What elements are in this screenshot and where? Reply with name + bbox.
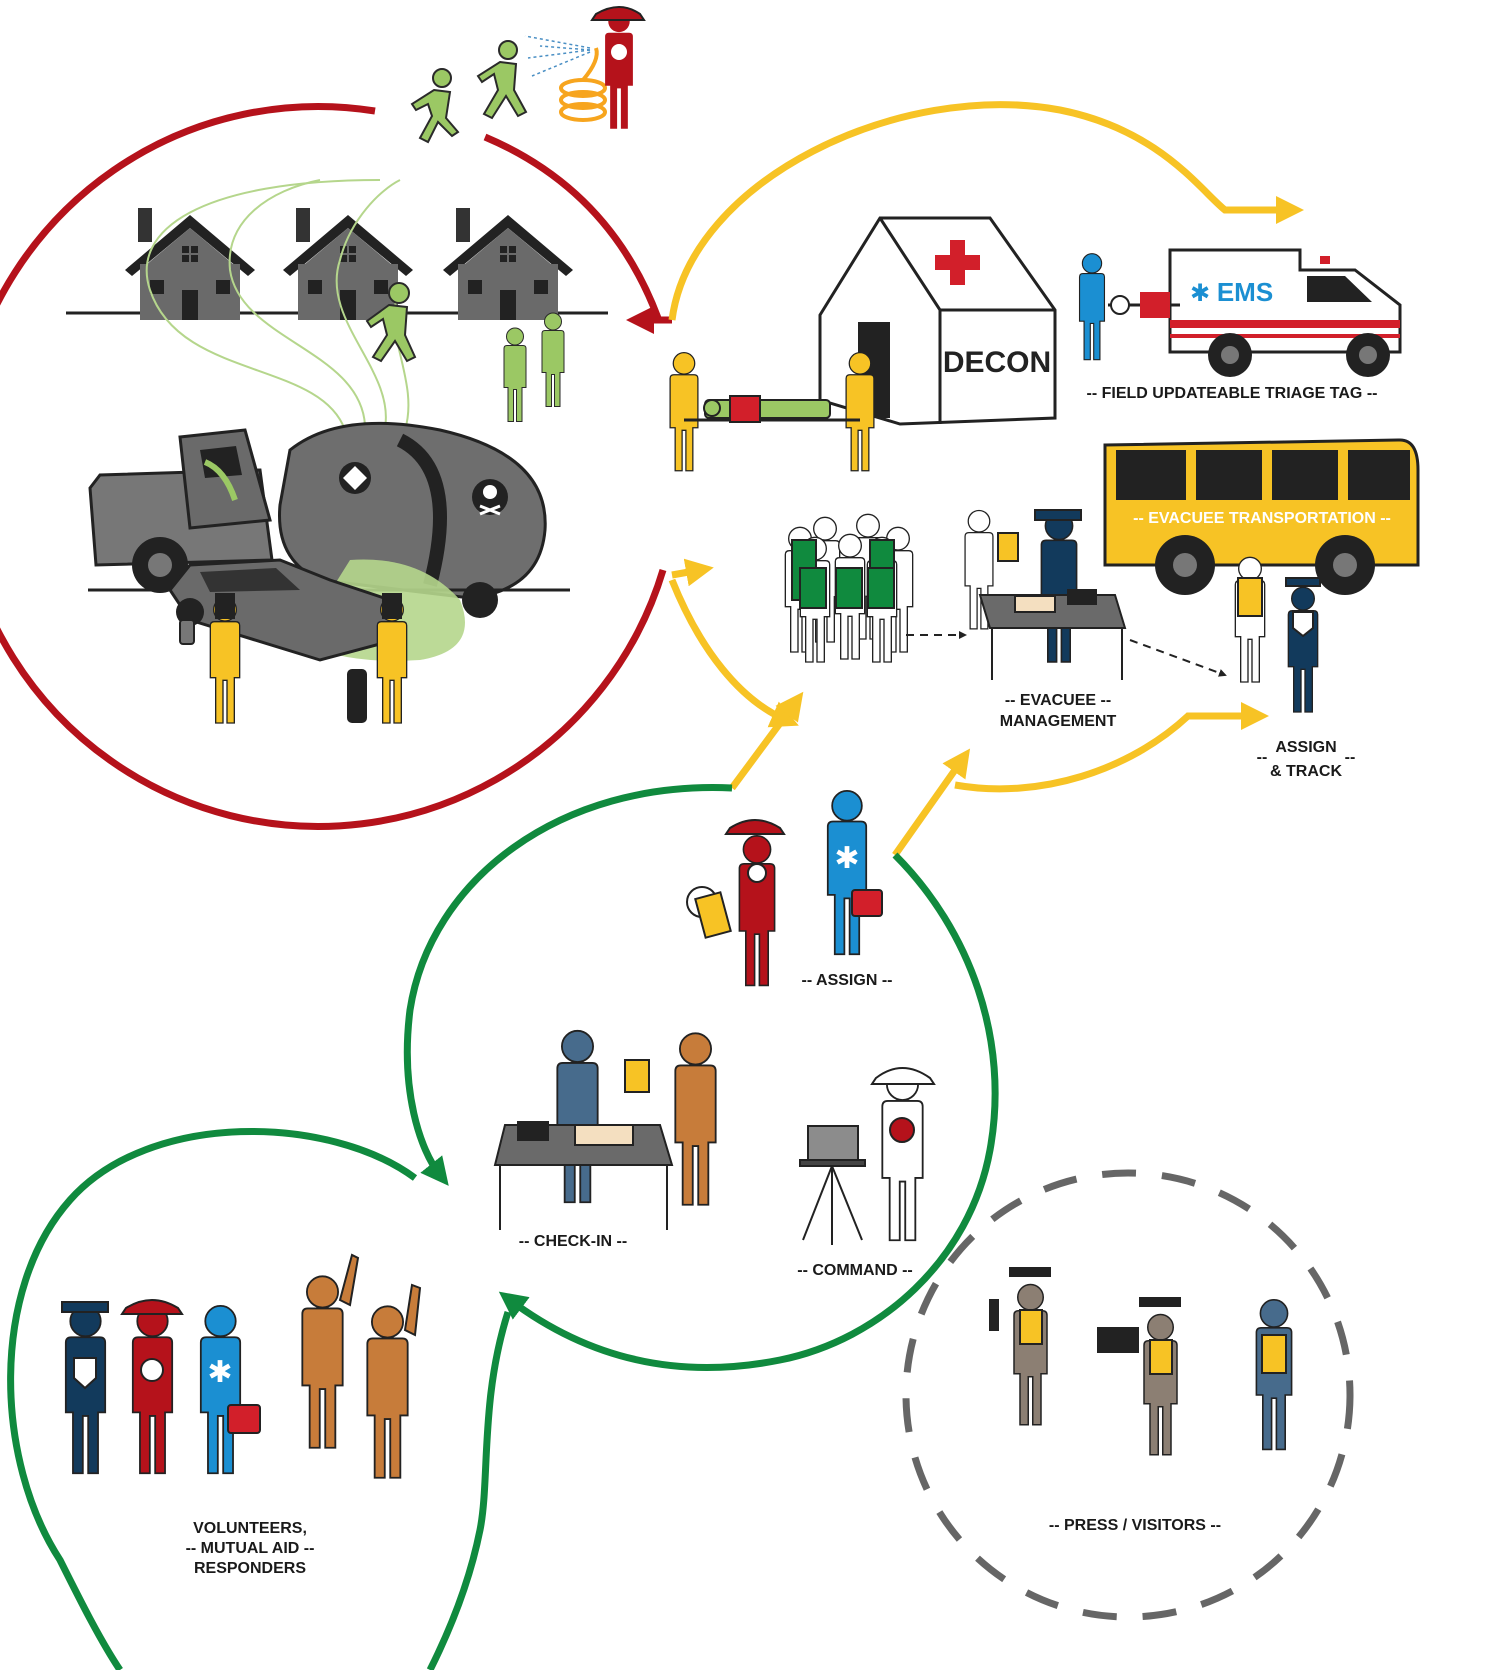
decon-stretcher-team	[669, 351, 875, 472]
lightning-tag-icon	[997, 532, 1019, 562]
assign-track-figures	[1234, 556, 1321, 713]
volunteers-label-1: VOLUNTEERS,	[193, 1520, 307, 1537]
decon-tent: DECON	[818, 216, 1057, 426]
assign-track-label-1: ASSIGN	[1275, 739, 1336, 756]
triage-tag-icon	[729, 395, 761, 423]
handheld-device-icon	[179, 619, 195, 645]
press-visitors-label: -- PRESS / VISITORS --	[1049, 1517, 1221, 1534]
press-person	[1013, 1283, 1048, 1426]
assign-figures: ✱	[686, 789, 883, 987]
volunteers-label-2: -- MUTUAL AID --	[186, 1540, 315, 1557]
standing-victims	[503, 312, 565, 423]
evacuee-crowd	[784, 513, 967, 663]
mutual-aid-responders: ✱	[61, 1253, 422, 1479]
firefighter-figure	[131, 1304, 174, 1475]
evacuee-management-label-1: -- EVACUEE --	[1005, 692, 1111, 709]
lightning-tag-icon	[1149, 1339, 1173, 1375]
volunteer-figure	[301, 1275, 344, 1449]
ems-responder	[199, 1304, 242, 1475]
running-victim	[476, 40, 528, 120]
command-station	[799, 1067, 936, 1245]
first-aid-kit-icon	[851, 889, 883, 917]
hot-zone-arc	[0, 103, 667, 830]
maltese-cross-icon	[889, 1117, 915, 1143]
checklist-icon	[694, 891, 732, 939]
check-in-label: -- CHECK-IN --	[519, 1233, 627, 1250]
house	[442, 207, 574, 321]
hazmat-responders	[179, 593, 408, 724]
star-of-life-icon: ✱	[834, 842, 859, 875]
red-cross-icon	[935, 240, 980, 285]
house	[124, 207, 256, 321]
microphone-icon	[989, 1299, 999, 1331]
extinguisher-icon	[347, 669, 367, 723]
ems-responder	[1078, 253, 1106, 361]
ambulance: EMS ✱	[1078, 248, 1402, 377]
tanker-crash	[88, 421, 570, 662]
police-officer	[64, 1304, 107, 1475]
press-zone-boundary	[902, 1169, 1354, 1621]
ems-label: EMS	[1217, 277, 1273, 307]
command-label: -- COMMAND --	[797, 1262, 913, 1279]
decon-label: DECON	[943, 346, 1051, 379]
victim-running-mid	[365, 282, 417, 363]
assign-track-dashes-left: --	[1257, 749, 1268, 766]
visitor-figure	[1255, 1298, 1293, 1451]
press-person	[1143, 1313, 1178, 1456]
lightning-tag-icon	[1019, 1309, 1043, 1345]
laptop-icon	[807, 1125, 859, 1161]
hazmat-responder	[669, 351, 699, 472]
camera-icon	[1097, 1327, 1139, 1353]
school-bus: -- EVACUEE TRANSPORTATION --	[1103, 438, 1420, 595]
maltese-cross-icon	[747, 863, 767, 883]
victim-figure	[541, 312, 565, 408]
press-visitors	[989, 1267, 1293, 1456]
star-of-life-icon: ✱	[207, 1356, 232, 1389]
firefighter-figure	[605, 10, 633, 129]
house	[282, 207, 414, 321]
shield-badge-icon	[73, 1357, 97, 1390]
assign-track-label-2: & TRACK	[1270, 763, 1342, 780]
running-victim	[410, 68, 460, 144]
hot-zone-cycle	[0, 103, 672, 830]
first-aid-kit-icon	[227, 1404, 261, 1434]
lightning-tag-icon	[1261, 1334, 1287, 1374]
field-triage-tag-label: -- FIELD UPDATEABLE TRIAGE TAG --	[1087, 385, 1378, 402]
shield-badge-icon	[1292, 611, 1314, 638]
lightning-tag-icon	[624, 1059, 650, 1093]
maltese-cross-icon	[611, 44, 627, 60]
assign-label: -- ASSIGN --	[802, 972, 893, 989]
spray-lines	[524, 35, 591, 77]
hot-zone-return-arrow	[483, 133, 662, 320]
evacuee-management-label-2: MANAGEMENT	[1000, 713, 1117, 730]
volunteer-figure	[366, 1305, 409, 1479]
assign-track-dashes-right: --	[1345, 749, 1356, 766]
transport-cycle	[668, 101, 1304, 858]
toxic-plume	[145, 179, 410, 431]
lightning-tag-icon	[1237, 577, 1263, 617]
firefighter-hose	[559, 6, 646, 129]
star-of-life-icon: ✱	[1190, 280, 1210, 307]
victims-running-group	[410, 40, 528, 144]
staging-cycle	[7, 784, 999, 1670]
houses	[66, 207, 608, 321]
check-in-station	[493, 1029, 717, 1230]
victim-figure	[503, 327, 527, 423]
evacuee-management-station	[964, 509, 1227, 680]
maltese-cross-icon	[140, 1358, 164, 1382]
volunteers-label-3: RESPONDERS	[194, 1560, 306, 1577]
firefighter-figure	[738, 834, 776, 987]
evacuee-transportation-label: -- EVACUEE TRANSPORTATION --	[1133, 510, 1391, 527]
triage-tag-icon	[1140, 292, 1170, 318]
